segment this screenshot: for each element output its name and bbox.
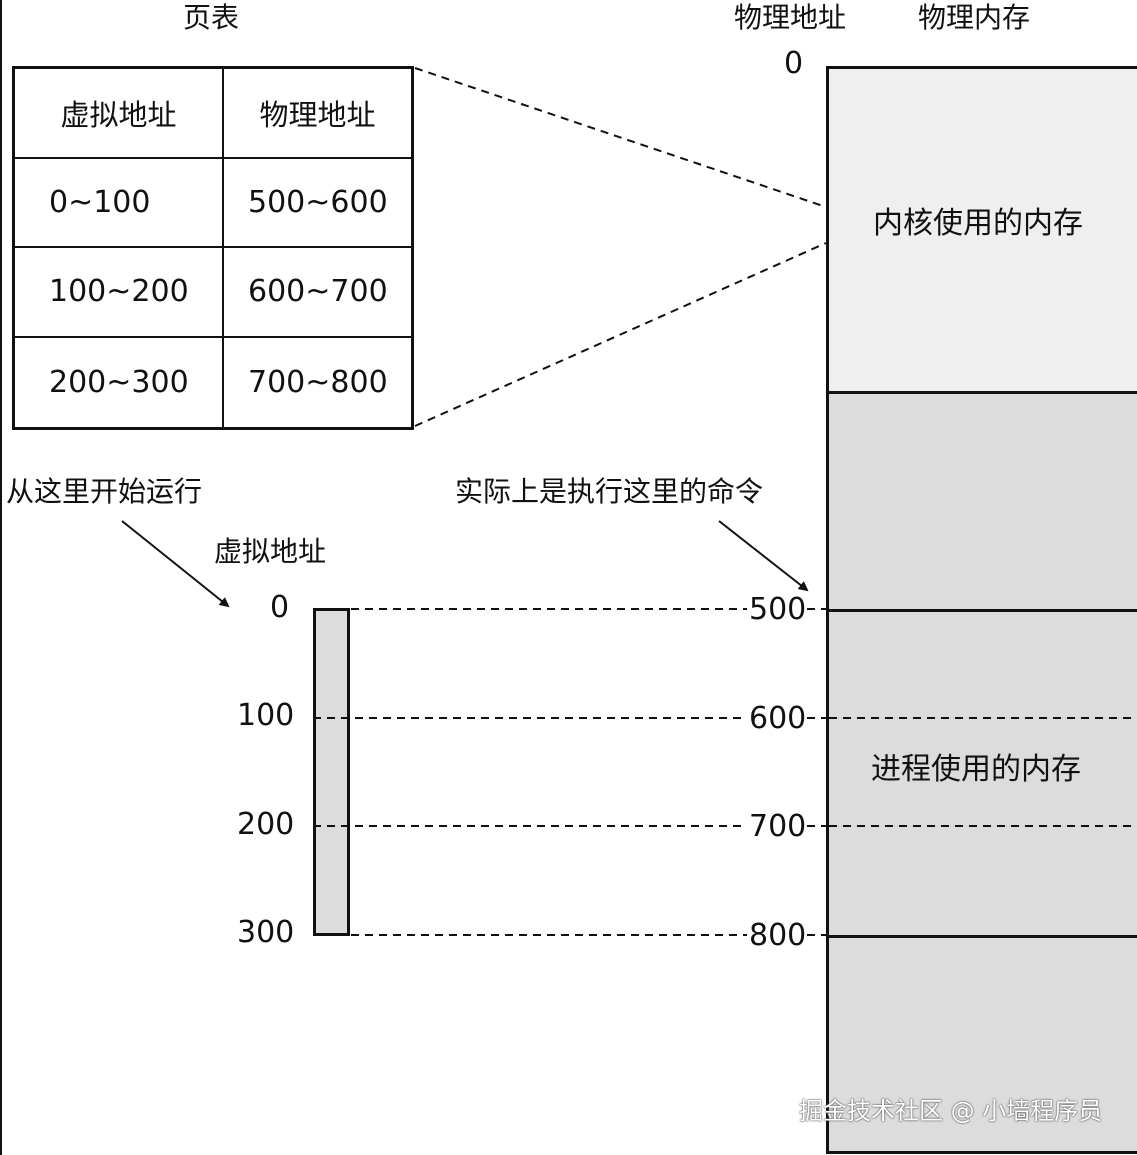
- physical-tick-label: 600: [749, 701, 807, 736]
- watermark: 掘金技术社区 @ 小墙程序员: [799, 1097, 1103, 1125]
- zoom-line-bottom: [414, 242, 827, 427]
- physical-tick-label: 500: [749, 592, 807, 627]
- physical-tick-label: 0: [784, 46, 804, 81]
- page-table-cell-physical: 700~800: [248, 364, 388, 400]
- virtual-tick-label: 100: [237, 698, 295, 733]
- kernel-memory-region: [829, 69, 1137, 394]
- page-table-header-physical: 物理地址: [224, 69, 411, 159]
- upper-memory-region: [829, 938, 1137, 1151]
- virtual-memory-bar: [313, 608, 350, 936]
- actual-exec-note: 实际上是执行这里的命令: [455, 475, 764, 508]
- page-table-title: 页表: [183, 1, 240, 34]
- kernel-memory-label: 内核使用的内存: [873, 206, 1083, 241]
- page-table-header-virtual: 虚拟地址: [15, 69, 224, 159]
- page-table: 虚拟地址 物理地址 0~100 500~600 100~200 600~700 …: [12, 66, 414, 430]
- physical-tick-label: 700: [749, 809, 807, 844]
- page-table-cell-virtual: 100~200: [15, 248, 224, 338]
- physical-memory-column: [826, 66, 1137, 1154]
- page-table-cell-physical: 600~700: [224, 248, 411, 338]
- start-here-arrow: [121, 520, 230, 608]
- virtual-tick-label: 300: [237, 915, 295, 950]
- virtual-address-title: 虚拟地址: [214, 535, 327, 568]
- page-table-cell-virtual: 200~300: [15, 337, 224, 427]
- virtual-tick-label: 0: [270, 590, 290, 625]
- page-table-cell-virtual: 0~100: [15, 158, 224, 248]
- zoom-line-top: [414, 67, 827, 208]
- process-memory-region: [829, 612, 1137, 938]
- process-memory-label: 进程使用的内存: [871, 752, 1081, 787]
- physical-address-title: 物理地址: [734, 1, 847, 34]
- page-table-cell-physical: 500~600: [224, 159, 411, 248]
- unused-memory-region: [829, 394, 1137, 612]
- start-here-note: 从这里开始运行: [6, 475, 203, 508]
- physical-memory-title: 物理内存: [918, 1, 1031, 34]
- actual-exec-arrow: [718, 520, 809, 592]
- virtual-tick-label: 200: [237, 807, 295, 842]
- physical-tick-label: 800: [749, 918, 807, 953]
